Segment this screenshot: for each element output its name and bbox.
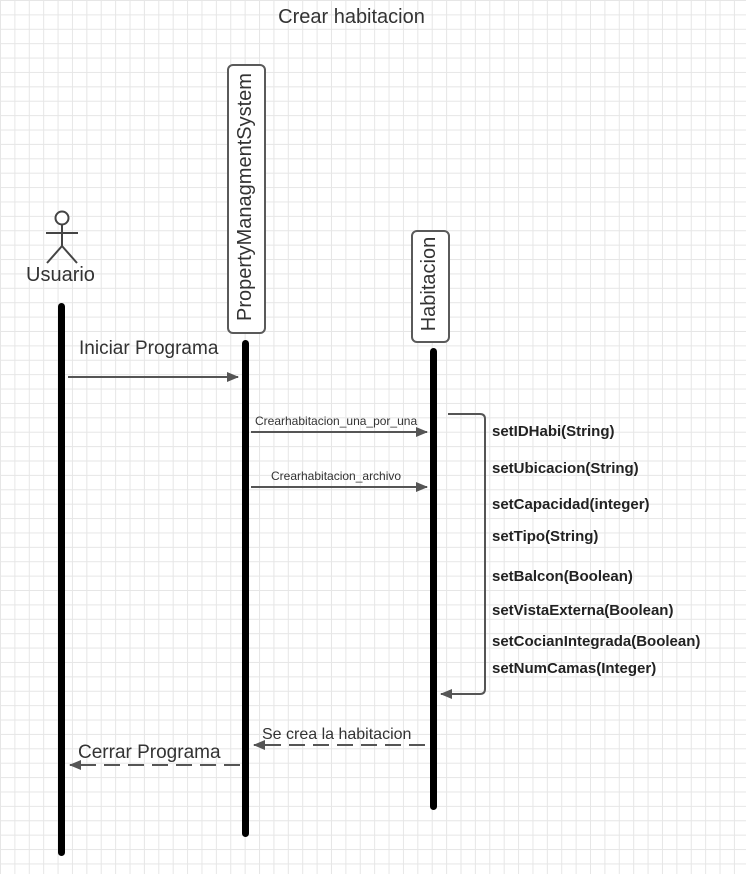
message-label-archivo: Crearhabitacion_archivo: [271, 469, 402, 483]
method-label: setBalcon(Boolean): [492, 568, 633, 585]
lifeline-header-habitacion: [411, 230, 450, 343]
lifeline-header-pms: [227, 64, 266, 334]
message-label-una-por-una: Crearhabitacion_una_por_una: [255, 414, 418, 428]
method-label: setNumCamas(Integer): [492, 660, 657, 677]
activation-bar-habitacion: [430, 348, 437, 810]
actor-label: Usuario: [26, 264, 95, 286]
message-label-se-crea: Se crea la habitacion: [262, 726, 412, 743]
lifeline-label-pms: PropertyManagmentSystem: [234, 73, 256, 321]
self-call-bracket: [440, 413, 486, 699]
activation-bar-usuario: [58, 303, 65, 856]
activation-bar-pms: [242, 340, 249, 837]
method-label: setVistaExterna(Boolean): [492, 602, 674, 619]
message-label-iniciar: Iniciar Programa: [79, 338, 219, 359]
method-label: setTipo(String): [492, 528, 599, 545]
method-label: setIDHabi(String): [492, 423, 615, 440]
method-label: setCocianIntegrada(Boolean): [492, 633, 701, 650]
actor-icon: [46, 210, 78, 264]
message-label-cerrar: Cerrar Programa: [78, 742, 221, 763]
method-label: setCapacidad(integer): [492, 496, 650, 513]
lifeline-label-habitacion: Habitacion: [418, 236, 440, 332]
diagram-title: Crear habitacion: [278, 6, 425, 28]
method-label: setUbicacion(String): [492, 460, 639, 477]
